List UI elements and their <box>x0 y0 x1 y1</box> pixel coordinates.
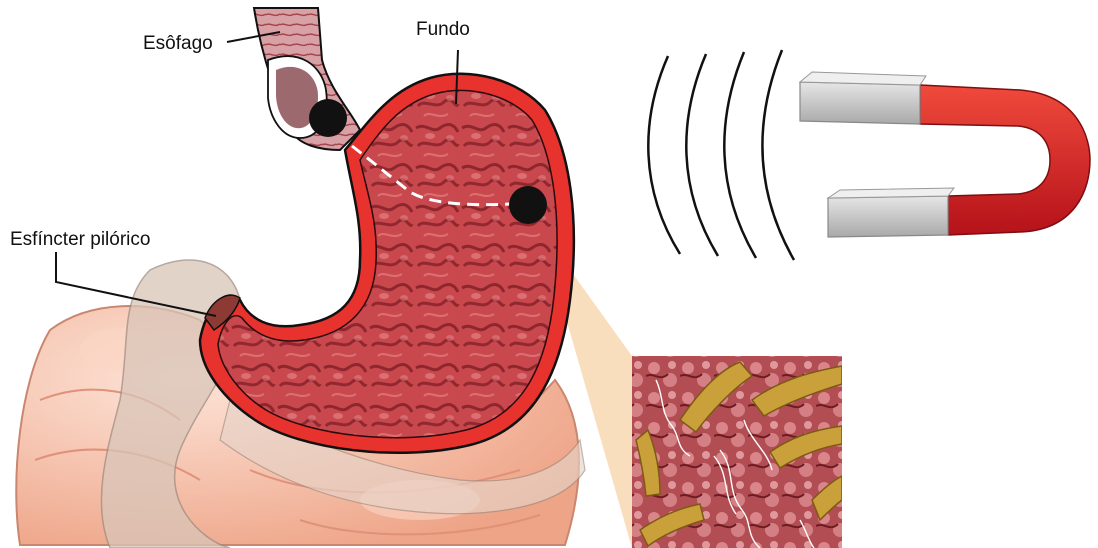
label-fundo: Fundo <box>416 19 470 41</box>
capsule-dot-icon <box>509 186 547 224</box>
capsule-dot-icon <box>309 99 347 137</box>
label-esfincter-pilorico: Esfíncter pilórico <box>10 229 150 251</box>
label-esofago: Esôfago <box>143 33 213 55</box>
horseshoe-magnet-icon <box>800 72 1090 237</box>
magnetic-field-arcs-icon <box>648 50 794 260</box>
zoom-inset <box>632 356 842 548</box>
esophagus <box>254 8 360 150</box>
stomach <box>200 50 574 453</box>
